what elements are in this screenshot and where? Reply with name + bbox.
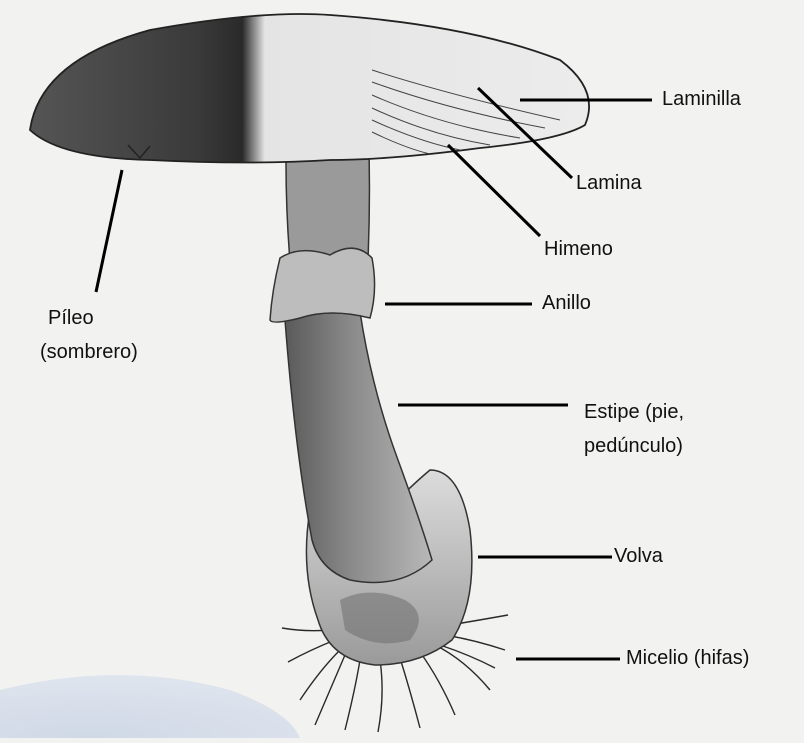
label-volva: Volva	[614, 544, 663, 569]
label-lamina: Lamina	[576, 171, 642, 196]
annulus-ring	[270, 248, 375, 322]
label-anillo: Anillo	[542, 291, 591, 316]
label-micelio: Micelio (hifas)	[626, 646, 749, 671]
label-laminilla: Laminilla	[662, 87, 741, 112]
label-pileo: Píleo	[48, 306, 94, 331]
label-estipe-sub: pedúnculo)	[584, 434, 683, 459]
label-pileo-sub: (sombrero)	[40, 340, 138, 365]
label-estipe: Estipe (pie,	[584, 400, 684, 425]
label-himeno: Himeno	[544, 237, 613, 262]
